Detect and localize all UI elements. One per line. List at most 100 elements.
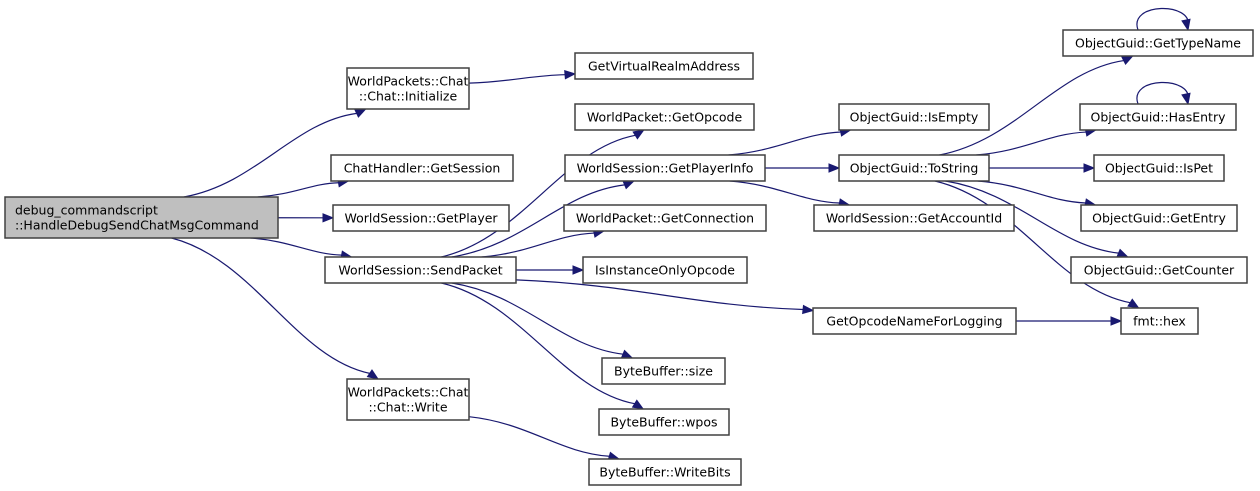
edge-send-packet-to-is-instance-only	[516, 265, 585, 275]
arrow-head	[1181, 92, 1191, 106]
edge-og-tostring-to-og-hasentry	[976, 127, 1098, 156]
node-box	[598, 408, 730, 436]
node-label: ObjectGuid::ToString	[850, 161, 979, 176]
edge-send-packet-to-get-connection	[481, 228, 606, 258]
node-get-connection[interactable]: WorldPacket::GetConnection	[563, 204, 767, 232]
node-get-session[interactable]: ChatHandler::GetSession	[330, 154, 514, 182]
arrow-head	[828, 163, 841, 173]
node-bb-wpos[interactable]: ByteBuffer::wpos	[598, 408, 730, 436]
node-fmt-hex[interactable]: fmt::hex	[1120, 307, 1199, 335]
node-box	[346, 378, 470, 421]
node-label: ObjectGuid::GetCounter	[1084, 263, 1235, 278]
node-og-ispet[interactable]: ObjectGuid::IsPet	[1093, 154, 1225, 182]
node-label: fmt::hex	[1133, 314, 1186, 329]
node-get-opcode[interactable]: WorldPacket::GetOpcode	[574, 103, 755, 131]
node-box	[324, 256, 517, 284]
edge-chat-init-to-get-virtual-realm	[468, 70, 577, 84]
node-get-virtual-realm[interactable]: GetVirtualRealmAddress	[574, 52, 754, 80]
node-label: WorldPackets::Chat	[348, 385, 469, 400]
node-og-getcounter[interactable]: ObjectGuid::GetCounter	[1070, 256, 1248, 284]
edge-og-hasentry-to-og-hasentry	[1136, 81, 1191, 106]
node-box	[1080, 204, 1238, 232]
edge-line	[183, 112, 357, 198]
node-label: debug_commandscript	[15, 203, 158, 218]
edge-root-to-chat-write	[171, 237, 380, 380]
arrow-head	[802, 304, 815, 315]
node-label: WorldSession::GetPlayerInfo	[577, 161, 754, 176]
node-ws-accountid[interactable]: WorldSession::GetAccountId	[813, 204, 1015, 232]
edge-line	[728, 131, 841, 156]
node-root[interactable]: debug_commandscript::HandleDebugSendChat…	[4, 196, 279, 239]
node-og-isempty[interactable]: ObjectGuid::IsEmpty	[838, 103, 990, 131]
node-box	[574, 103, 755, 131]
node-get-player-info[interactable]: WorldSession::GetPlayerInfo	[564, 154, 766, 182]
arrow-head	[1083, 163, 1096, 173]
node-box	[330, 154, 514, 182]
edge-send-packet-to-get-player-info	[451, 180, 636, 258]
edge-og-tostring-to-og-getentry	[977, 180, 1097, 208]
arrow-head	[572, 265, 585, 275]
node-send-packet[interactable]: WorldSession::SendPacket	[324, 256, 517, 284]
node-label: ::HandleDebugSendChatMsgCommand	[15, 218, 259, 233]
node-is-instance-only[interactable]: IsInstanceOnlyOpcode	[582, 256, 748, 284]
self-loop	[1136, 81, 1189, 105]
node-get-opcode-name[interactable]: GetOpcodeNameForLogging	[812, 307, 1017, 335]
arrow-head	[631, 399, 645, 410]
node-box	[1062, 29, 1254, 57]
node-og-tostring[interactable]: ObjectGuid::ToString	[838, 154, 990, 182]
arrow-head	[1127, 298, 1140, 309]
self-loop	[1136, 7, 1189, 31]
node-box	[1093, 154, 1225, 182]
edge-line	[934, 180, 1131, 304]
edge-line	[976, 131, 1087, 156]
node-box	[838, 103, 990, 131]
edge-root-to-send-packet	[250, 237, 353, 260]
node-box	[574, 52, 754, 80]
node-label: IsInstanceOnlyOpcode	[595, 263, 735, 278]
node-label: WorldPackets::Chat	[348, 74, 469, 89]
edge-line	[468, 416, 610, 457]
node-og-typename[interactable]: ObjectGuid::GetTypeName	[1062, 29, 1254, 57]
node-box	[838, 154, 990, 182]
edge-line	[250, 237, 342, 256]
edge-send-packet-to-get-opcode	[441, 129, 645, 258]
edge-get-opcode-name-to-fmt-hex	[1016, 316, 1123, 326]
node-label: ChatHandler::GetSession	[344, 161, 501, 176]
edge-line	[515, 279, 804, 311]
edge-line	[451, 282, 624, 355]
node-og-hasentry[interactable]: ObjectGuid::HasEntry	[1079, 103, 1237, 131]
edge-line	[729, 180, 840, 204]
edge-line	[441, 282, 635, 405]
edge-send-packet-to-get-opcode-name	[515, 279, 815, 315]
arrow-head	[622, 180, 636, 190]
node-bb-writebits[interactable]: ByteBuffer::WriteBits	[588, 458, 742, 486]
node-label: ObjectGuid::HasEntry	[1091, 110, 1227, 125]
arrow-head	[366, 369, 380, 380]
edge-get-player-info-to-ws-accountid	[729, 180, 851, 208]
node-bb-size[interactable]: ByteBuffer::size	[601, 357, 726, 385]
edge-line	[977, 180, 1086, 204]
node-chat-init[interactable]: WorldPackets::Chat::Chat::Initialize	[346, 67, 470, 110]
node-label: WorldSession::SendPacket	[338, 263, 502, 278]
node-label: ::Chat::Initialize	[359, 89, 458, 104]
node-label: GetVirtualRealmAddress	[588, 59, 740, 74]
edge-og-tostring-to-fmt-hex	[934, 180, 1140, 309]
node-label: ByteBuffer::wpos	[610, 415, 717, 430]
edge-line	[441, 134, 636, 258]
node-label: WorldSession::GetPlayer	[344, 211, 498, 226]
edge-line	[451, 184, 625, 258]
node-label: ByteBuffer::WriteBits	[599, 465, 730, 480]
edge-line	[481, 232, 595, 258]
arrow-head	[354, 108, 367, 118]
nodes-layer: debug_commandscript::HandleDebugSendChat…	[4, 29, 1254, 486]
edge-chat-write-to-bb-writebits	[468, 416, 621, 461]
edge-line	[257, 182, 339, 198]
node-get-player[interactable]: WorldSession::GetPlayer	[332, 204, 510, 232]
node-box	[582, 256, 748, 284]
arrow-head	[1116, 248, 1130, 258]
edge-og-tostring-to-og-getcounter	[945, 180, 1130, 258]
node-chat-write[interactable]: WorldPackets::Chat::Chat::Write	[346, 378, 470, 421]
edge-og-tostring-to-og-ispet	[989, 163, 1096, 173]
node-og-getentry[interactable]: ObjectGuid::GetEntry	[1080, 204, 1238, 232]
